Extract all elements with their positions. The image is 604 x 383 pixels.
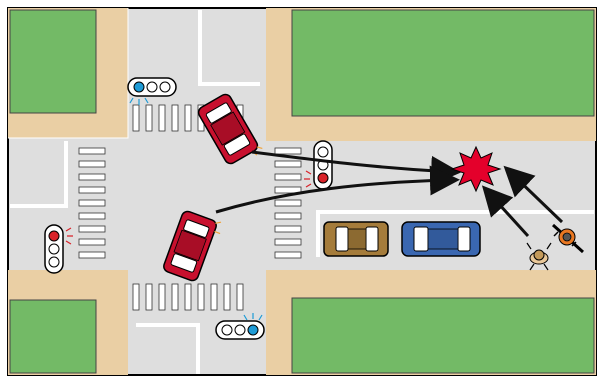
crosswalk-stripe: [78, 212, 106, 220]
crosswalk-stripe: [78, 147, 106, 155]
traffic-light-icon: [215, 313, 265, 340]
car-icon: [401, 221, 481, 257]
motorcyclist-path: [503, 165, 564, 224]
crosswalk-stripe: [274, 147, 302, 155]
traffic-light-icon: [44, 224, 73, 274]
red-car-south: [163, 210, 222, 282]
crosswalk-stripe: [274, 199, 302, 207]
traffic-light-south: [215, 313, 265, 340]
crosswalk-stripe: [78, 225, 106, 233]
crosswalk-stripe: [223, 283, 231, 311]
car-icon: [163, 210, 222, 282]
traffic-light-icon: [304, 140, 333, 190]
car-icon: [323, 221, 389, 257]
crosswalk-stripe: [184, 283, 192, 311]
crosswalk-stripe: [78, 199, 106, 207]
block-bottom-left: [8, 270, 128, 375]
crosswalk-stripe: [158, 104, 166, 132]
crosswalk-stripe: [274, 173, 302, 181]
crosswalk-stripe: [274, 160, 302, 168]
block-top-left: [8, 8, 129, 139]
red-car-north: [197, 93, 263, 165]
crosswalk-stripe: [145, 104, 153, 132]
crosswalk-stripe: [78, 160, 106, 168]
traffic-light-west: [44, 224, 73, 274]
collision-burst-icon: [450, 145, 502, 193]
crosswalk-stripe: [78, 251, 106, 259]
crosswalk-stripe: [132, 283, 140, 311]
crosswalk-south: [132, 283, 244, 311]
crosswalk-stripe: [78, 238, 106, 246]
crosswalk-stripe: [78, 173, 106, 181]
movement-arrows: [215, 150, 564, 238]
crosswalk-stripe: [78, 186, 106, 194]
traffic-light-east: [304, 140, 333, 190]
crosswalk-stripe: [274, 186, 302, 194]
red-car-north-path: [251, 150, 461, 186]
crosswalk-stripe: [197, 283, 205, 311]
crosswalk-stripe: [210, 283, 218, 311]
parked-car-brown: [323, 221, 389, 257]
red-car-south-path: [215, 165, 460, 214]
pedestrian: [526, 242, 552, 271]
crosswalk-stripe: [171, 283, 179, 311]
crosswalk-stripe: [274, 251, 302, 259]
crosswalk-west: [78, 147, 106, 259]
pedestrian-icon: [526, 242, 552, 271]
parked-car-blue: [401, 221, 481, 257]
crosswalk-stripe: [274, 212, 302, 220]
crosswalk-stripe: [171, 104, 179, 132]
crosswalk-stripe: [132, 104, 140, 132]
block-top-right: [266, 8, 596, 141]
crosswalk-stripe: [274, 238, 302, 246]
crosswalk-stripe: [236, 283, 244, 311]
collision-point: [450, 145, 502, 193]
traffic-light-north: [127, 77, 177, 105]
motorcyclist-icon: [551, 223, 585, 254]
motorcyclist: [551, 223, 585, 254]
pedestrian-path: [481, 185, 530, 238]
crosswalk-east: [274, 147, 302, 259]
block-bottom-right: [266, 270, 596, 375]
car-icon: [197, 93, 263, 165]
crosswalk-stripe: [158, 283, 166, 311]
crosswalk-stripe: [274, 225, 302, 233]
crosswalk-stripe: [184, 104, 192, 132]
traffic-light-icon: [127, 77, 177, 105]
crosswalk-stripe: [145, 283, 153, 311]
